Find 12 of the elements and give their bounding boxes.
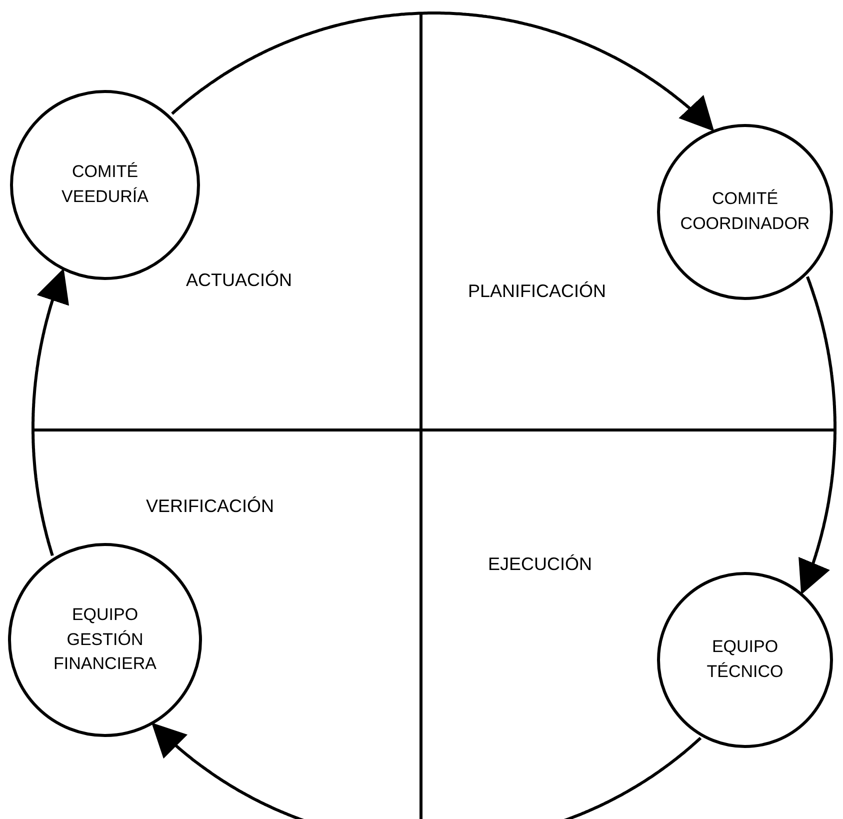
arrow [151,722,702,819]
arrow [32,268,70,556]
node-label: COMITÉ VEEDURÍA [60,161,150,208]
node-label: COMITÉ COORDINADOR [679,188,811,235]
arrow [798,276,836,595]
quadrant-label: VERIFICACIÓN [146,496,274,517]
quadrant-label: EJECUCIÓN [488,554,592,575]
arrow [171,12,714,132]
quadrant-label: PLANIFICACIÓN [468,281,606,302]
node-label: EQUIPO TÉCNICO [706,636,784,683]
quadrant-label: ACTUACIÓN [186,270,292,291]
node-label: EQUIPO GESTIÓN FINANCIERA [52,604,158,676]
